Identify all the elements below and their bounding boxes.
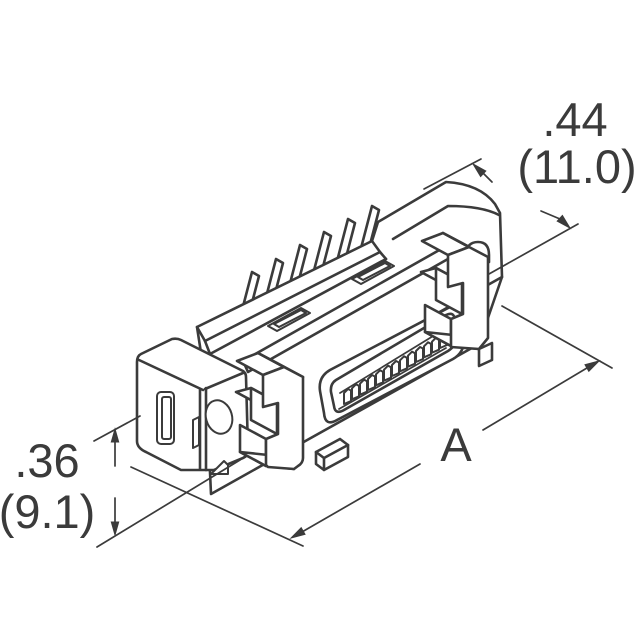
clip-right-foot xyxy=(477,341,494,368)
top-slots xyxy=(267,260,395,332)
end-face-slot xyxy=(156,391,175,445)
extension-line xyxy=(488,223,579,275)
mounting-foot xyxy=(314,437,350,472)
left-end-block xyxy=(135,337,250,475)
dim-arrow xyxy=(584,360,601,373)
clip-right-profile xyxy=(446,245,490,351)
dim-arrow xyxy=(289,526,306,539)
dim-height-inches-label: .36 xyxy=(14,434,79,487)
dimension-height xyxy=(93,415,241,548)
dim-height-mm-label: (9.1) xyxy=(0,485,95,538)
rim-inner xyxy=(329,312,458,414)
dim-arrow xyxy=(110,521,120,537)
dimension-length xyxy=(130,305,613,547)
dim-depth-mm-label: (11.0) xyxy=(517,140,636,193)
extension-line xyxy=(423,158,482,190)
dimension-line xyxy=(482,361,598,431)
dim-length-label: A xyxy=(440,418,472,471)
extension-line xyxy=(96,459,241,548)
dimension-depth xyxy=(423,158,579,275)
latch-clip-left xyxy=(234,351,305,471)
dim-arrow xyxy=(556,214,572,230)
latch-clip-right xyxy=(419,231,494,368)
extension-line xyxy=(93,415,141,442)
dim-depth-inches-label: .44 xyxy=(542,93,607,146)
solder-pins xyxy=(238,204,381,324)
ribbon-contact-pins xyxy=(343,332,448,405)
extension-line xyxy=(501,305,613,369)
clip-left-profile xyxy=(261,365,305,471)
extension-line xyxy=(130,466,304,547)
dimension-line xyxy=(294,463,421,537)
side-oval-hole xyxy=(204,399,234,435)
cap-rounded-corner xyxy=(391,204,501,241)
